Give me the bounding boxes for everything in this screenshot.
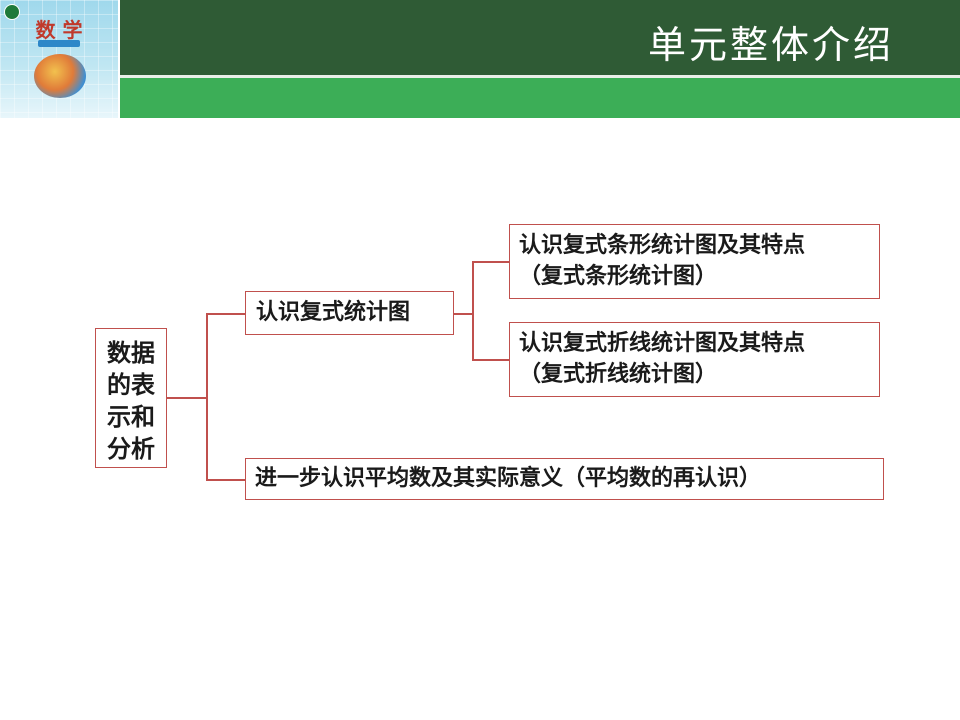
branch-node-statistical-charts: 认识复式统计图 (245, 291, 454, 335)
connector-branch-1-out (454, 313, 473, 315)
connector-to-branch-2 (206, 479, 245, 481)
textbook-cover-image: 数 学 (0, 0, 120, 118)
cover-illustration (34, 54, 86, 98)
publisher-logo-icon (4, 4, 20, 20)
cover-book-name: 数 学 (35, 18, 83, 42)
connector-to-leaf-2 (472, 359, 509, 361)
leaf-node-bar-chart-line1: 认识复式条形统计图及其特点 (519, 233, 806, 258)
leaf-node-line-chart-line1: 认识复式折线统计图及其特点 (519, 331, 806, 356)
header-band-dark (0, 0, 960, 76)
connector-branch-1-vertical (472, 261, 474, 359)
connector-to-leaf-1 (472, 261, 509, 263)
connector-root-out (167, 397, 207, 399)
connector-root-vertical (206, 313, 208, 480)
cover-grade-badge (38, 40, 80, 47)
slide-title: 单元整体介绍 (647, 23, 894, 67)
leaf-node-bar-chart-line2: （复式条形统计图） (519, 264, 718, 289)
leaf-node-line-chart: 认识复式折线统计图及其特点 （复式折线统计图） (509, 322, 880, 397)
branch-node-average: 进一步认识平均数及其实际意义（平均数的再认识） (245, 458, 884, 500)
leaf-node-line-chart-line2: （复式折线统计图） (519, 362, 718, 387)
header-band-separator (0, 75, 960, 78)
connector-to-branch-1 (206, 313, 245, 315)
leaf-node-bar-chart: 认识复式条形统计图及其特点 （复式条形统计图） (509, 224, 880, 299)
root-node: 数据的表示和分析 (95, 328, 167, 468)
header-band-light (0, 78, 960, 118)
